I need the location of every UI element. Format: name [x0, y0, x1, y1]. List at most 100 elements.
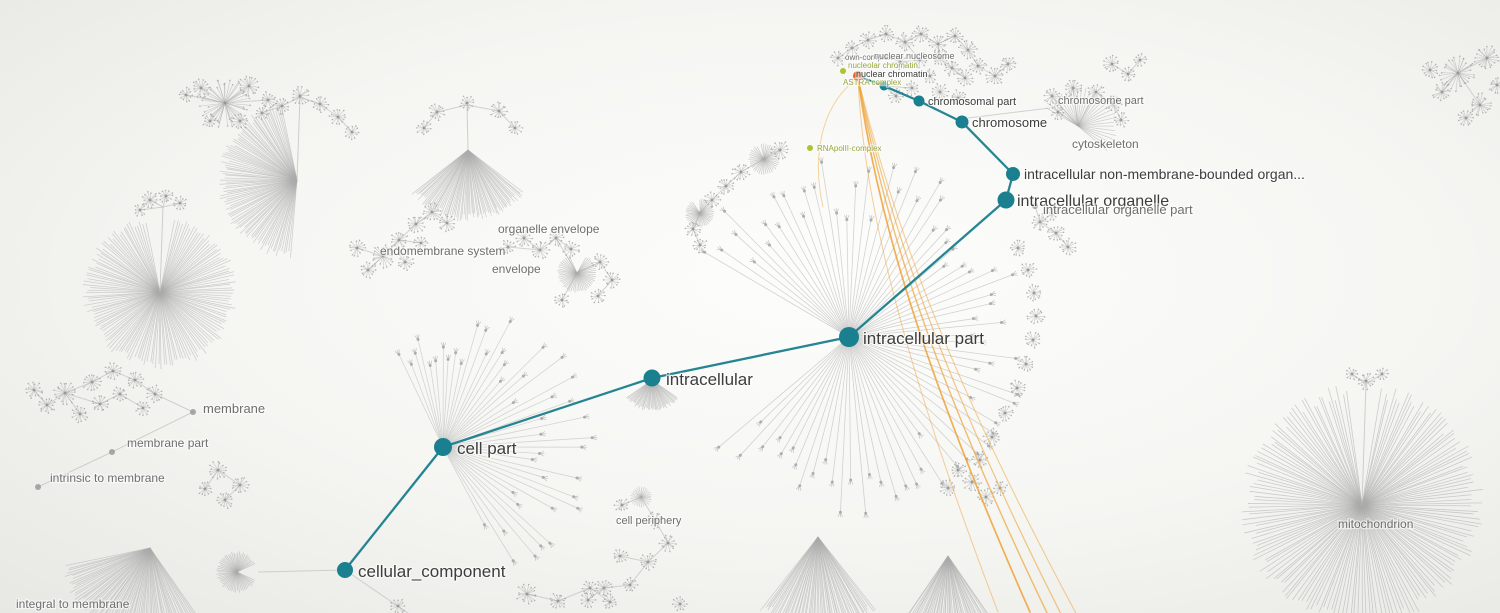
node-cellular-component[interactable]: [337, 562, 353, 578]
label-intracellular-organelle[interactable]: intracellular organelle: [1016, 192, 1171, 212]
label-chromosome-part[interactable]: chromosome part: [1057, 94, 1145, 109]
node-burst: [1044, 208, 1058, 221]
complex-node[interactable]: [840, 68, 846, 74]
node-cell-part[interactable]: [434, 438, 452, 456]
node-intracellular[interactable]: [643, 369, 661, 387]
node-burst: [178, 86, 194, 103]
fan-mitochondrion-disk: [1241, 383, 1483, 613]
node-burst: [1050, 104, 1065, 121]
label-envelope[interactable]: envelope: [491, 261, 543, 278]
graph-edge: [619, 555, 649, 563]
label-nuclear-chromatin[interactable]: nuclear chromatin: [855, 68, 929, 81]
node-chromosome[interactable]: [955, 115, 969, 129]
term-node[interactable]: [109, 449, 115, 455]
fan-periphery-disk: [630, 486, 652, 508]
orange-edge: [857, 77, 1062, 613]
node-burst: [515, 230, 534, 247]
graph-edge: [557, 587, 591, 602]
complex-node[interactable]: [807, 145, 813, 151]
node-burst: [590, 288, 606, 304]
label-intrinsic-to-membrane[interactable]: intrinsic to membrane: [49, 470, 167, 487]
node-burst: [173, 195, 187, 211]
node-chromosomal-part[interactable]: [913, 95, 925, 107]
label-nucleolar-chromatin[interactable]: nucleolar chromatin: [847, 60, 919, 72]
node-burst: [613, 498, 630, 511]
label-membrane[interactable]: membrane: [202, 400, 267, 418]
node-burst: [946, 27, 964, 44]
node-burst: [658, 534, 677, 553]
node-burst: [135, 401, 151, 417]
node-burst: [1031, 213, 1049, 231]
node-intracellular-organelle[interactable]: [997, 191, 1015, 209]
node-burst: [562, 240, 580, 259]
label-intracellular[interactable]: intracellular: [665, 369, 755, 391]
node-burst: [261, 91, 277, 109]
term-node[interactable]: [190, 409, 196, 415]
fan-chain-disk-a: [685, 198, 715, 228]
node-burst: [944, 60, 962, 77]
label-intracellular-non-membrane-bounded-organelle[interactable]: intracellular non-membrane-bounded organ…: [1023, 165, 1306, 184]
node-burst: [104, 362, 122, 381]
node-burst: [1375, 367, 1389, 380]
graph-edge: [261, 105, 283, 114]
node-burst: [1457, 110, 1474, 126]
node-burst: [581, 580, 598, 596]
node-burst: [1047, 226, 1065, 241]
graph-edge: [134, 379, 156, 395]
node-burst: [602, 593, 617, 609]
node-burst: [830, 51, 846, 67]
label-mitochondrion[interactable]: mitochondrion: [1337, 516, 1415, 533]
label-nuclear-nucleosome[interactable]: nuclear nucleosome: [873, 50, 956, 63]
label-chromosomal-part[interactable]: chromosomal part: [927, 95, 1018, 110]
graph-edge: [281, 96, 301, 107]
node-burst: [209, 461, 227, 480]
node-burst: [1121, 66, 1136, 82]
label-cellular-component[interactable]: cellular_component: [357, 561, 507, 583]
graph-edge: [64, 392, 101, 405]
label-astra-complex[interactable]: ASTRA complex: [842, 77, 903, 89]
node-intracellular-non-membrane-bounded-organelle[interactable]: [1006, 167, 1020, 181]
node-intracellular-part[interactable]: [839, 327, 859, 347]
label-intracellular-part[interactable]: intracellular part: [862, 328, 986, 350]
node-burst: [239, 75, 260, 97]
node-burst: [1432, 81, 1451, 102]
label-cell-part[interactable]: cell part: [456, 438, 518, 460]
node-burst: [508, 121, 524, 135]
orange-edge: [857, 77, 1031, 613]
node-burst: [939, 479, 956, 497]
label-cell-periphery[interactable]: cell periphery: [615, 514, 683, 529]
node-burst: [1488, 77, 1500, 94]
fan-bottom-wedge-left: [760, 536, 876, 613]
node-burst: [549, 593, 567, 609]
term-node[interactable]: [35, 484, 41, 490]
node-burst: [770, 141, 789, 160]
node-burst: [911, 25, 929, 43]
node-burst: [1421, 60, 1439, 79]
label-endomembrane-system[interactable]: endomembrane system: [379, 243, 507, 260]
label-organelle-envelope[interactable]: organelle envelope: [497, 221, 601, 238]
highlight-edge: [848, 199, 1007, 338]
label-own-complex[interactable]: own-complex: [844, 52, 894, 64]
label-chromosome[interactable]: chromosome: [971, 114, 1049, 132]
label-cytoskeleton[interactable]: cytoskeleton: [1071, 136, 1140, 153]
node-burst: [895, 32, 915, 52]
graph-edge: [967, 107, 1051, 119]
node-burst: [407, 216, 426, 234]
node-burst: [390, 232, 409, 250]
term-node[interactable]: [1032, 203, 1038, 209]
node-burst: [53, 382, 76, 406]
label-membrane-part[interactable]: membrane part: [126, 435, 211, 452]
label-rnapolii-complex[interactable]: RNApolII-complex: [816, 143, 883, 155]
node-burst: [640, 552, 657, 571]
focus-node-chromatin[interactable]: [853, 71, 863, 81]
node-burst: [198, 481, 213, 497]
node-burst: [112, 386, 128, 402]
label-intracellular-organelle-part[interactable]: intracellular organelle part: [1042, 201, 1194, 219]
fan-upper-left-fan: [219, 96, 301, 258]
node-burst: [397, 252, 415, 271]
graph-edge: [423, 111, 438, 129]
label-integral-to-membrane[interactable]: integral to membrane: [15, 596, 131, 613]
node-chromatin[interactable]: [879, 81, 889, 91]
